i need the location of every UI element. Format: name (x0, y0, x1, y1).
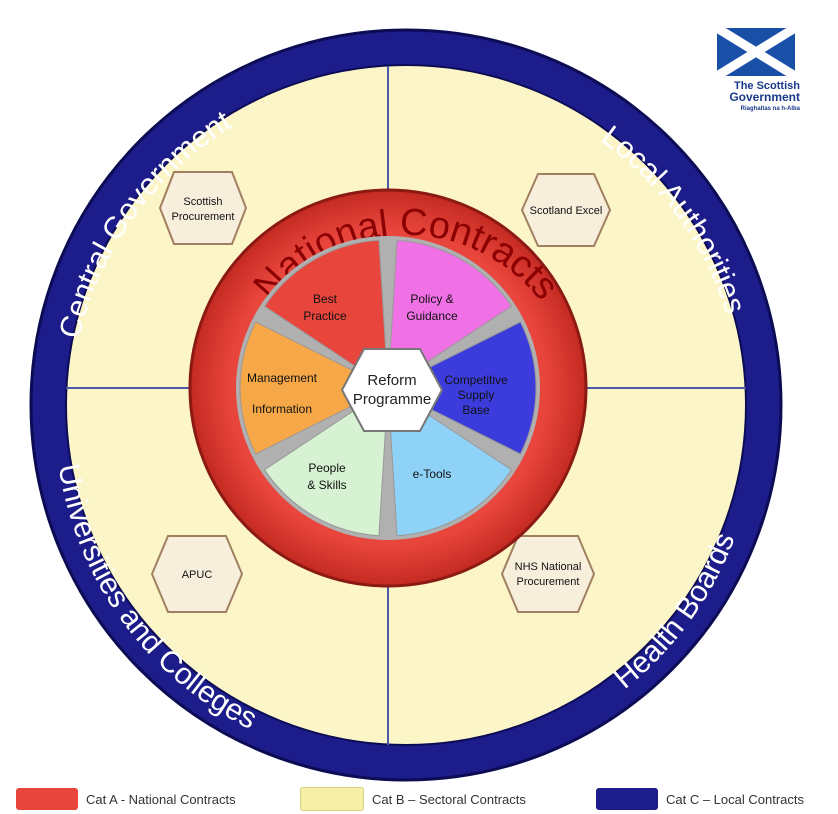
hexagon-label-line1: Scottish (183, 196, 222, 208)
segment-label-people-line1: People (308, 461, 346, 475)
legend-label-cat-c: Cat C – Local Contracts (666, 791, 805, 807)
legend-item-cat-c: Cat C – Local Contracts (596, 787, 804, 811)
logo-text-line2: Government (729, 90, 800, 104)
logo-text-line3: Riaghaltas na h-Alba (741, 106, 801, 112)
segment-label-competitive-line3: Base (462, 403, 490, 417)
hexagon-apuc: APUC (150, 535, 244, 613)
segment-best-practice (263, 239, 389, 389)
segment-people (263, 387, 389, 537)
segment-competitive (386, 321, 537, 455)
segment-label-policy-line1: Policy & (410, 292, 453, 306)
logo-text-line1: The Scottish (734, 80, 800, 92)
segment-label-competitive-line1: Competitive (444, 373, 508, 387)
legend-item-cat-a: Cat A - National Contracts (16, 787, 236, 811)
hexagon-label-line1: NHS National (515, 561, 582, 573)
legend-item-cat-b: Cat B – Sectoral Contracts (300, 787, 526, 811)
legend-label-cat-b: Cat B – Sectoral Contracts (372, 791, 526, 807)
center-label-line1: Reform (367, 372, 416, 389)
segment-label-etools: e-Tools (413, 467, 452, 481)
segment-label-people-line2: & Skills (307, 478, 346, 492)
hexagon-nhs-national-procurement: NHS National Procurement (500, 535, 596, 613)
hexagon-scotland-excel: Scotland Excel (520, 173, 612, 247)
hexagon-scottish-procurement: Scottish Procurement (158, 171, 248, 245)
scottish-government-logo: The Scottish Government Riaghaltas na h-… (714, 24, 801, 112)
center-hexagon-reform-programme: Reform Programme (340, 348, 444, 432)
hexagon-label-line2: Procurement (172, 211, 235, 223)
legend-swatch-cat-b (300, 787, 364, 811)
hexagon-label-line2: Procurement (517, 576, 580, 588)
segment-label-competitive-line2: Supply (458, 388, 495, 402)
segment-management (239, 321, 390, 455)
segment-label-management-line2: Information (252, 402, 312, 416)
legend-swatch-cat-a (16, 788, 78, 810)
segment-label-policy-line2: Guidance (406, 309, 458, 323)
segment-label-best-practice-line1: Best (313, 292, 338, 306)
hexagon-label-line1: APUC (182, 569, 213, 581)
center-label-line2: Programme (353, 391, 431, 408)
segment-label-management-line1: Management (247, 371, 318, 385)
segment-label-best-practice-line2: Practice (303, 309, 347, 323)
saltire-flag-icon (714, 24, 798, 80)
hexagon-label-line1: Scotland Excel (530, 205, 603, 217)
legend-swatch-cat-c (596, 788, 658, 810)
legend-label-cat-a: Cat A - National Contracts (86, 791, 236, 807)
